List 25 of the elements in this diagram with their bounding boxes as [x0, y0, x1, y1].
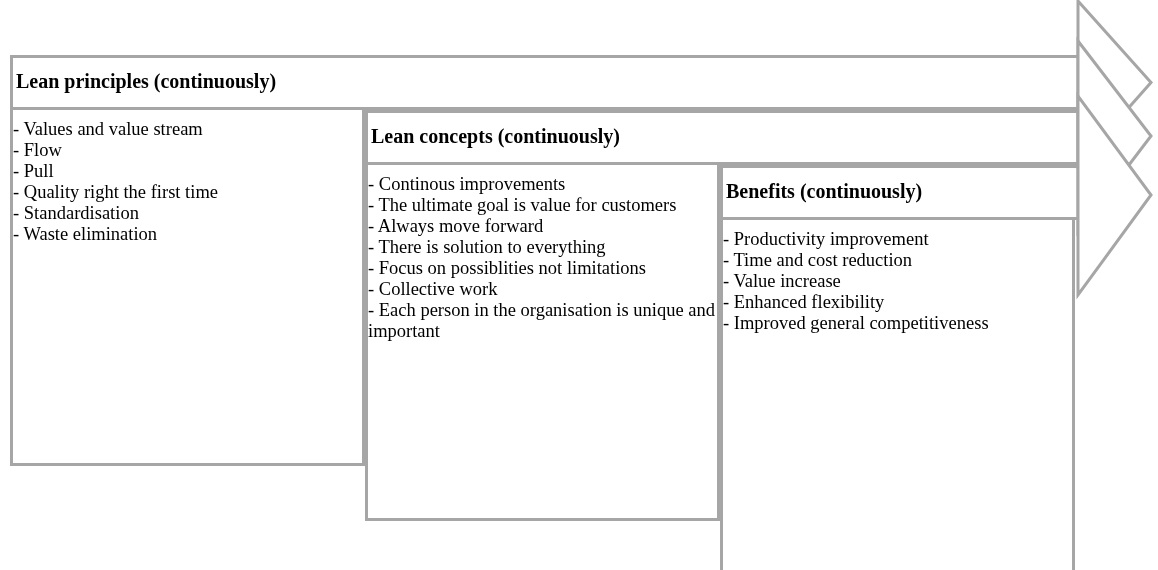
list-item: - Standardisation — [13, 203, 140, 224]
banner-heading: Lean concepts (continuously) — [371, 125, 620, 148]
list-box — [365, 165, 720, 521]
arrow-banner — [720, 165, 1078, 220]
list-item: - Improved general competitiveness — [723, 313, 990, 334]
list-item: - Value increase — [723, 271, 842, 292]
list-item: - Continous improvements — [368, 174, 567, 195]
list-item: - Enhanced flexibility — [723, 292, 886, 313]
list-item: - Quality right the first time — [13, 182, 219, 203]
list-item: - Flow — [13, 140, 63, 161]
list-item: - Each person in the organisation is unique and important — [368, 300, 716, 342]
banner-heading: Lean principles (continuously) — [16, 70, 277, 93]
list-item: - There is solution to everything — [368, 237, 607, 258]
list-item: - Pull — [13, 161, 55, 182]
list-item: - Waste elimination — [13, 224, 159, 245]
list-item: - The ultimate goal is value for customers — [368, 195, 678, 216]
list-item: - Always move forward — [368, 216, 545, 237]
list-item: - Time and cost reduction — [723, 250, 914, 271]
list-box — [720, 220, 1075, 570]
list-item: - Values and value stream — [13, 119, 204, 140]
list-box — [10, 110, 365, 466]
banner-heading: Benefits (continuously) — [726, 180, 923, 203]
list-item: - Productivity improvement — [723, 229, 930, 250]
list-item: - Focus on possiblities not limitations — [368, 258, 648, 279]
list-item: - Collective work — [368, 279, 499, 300]
